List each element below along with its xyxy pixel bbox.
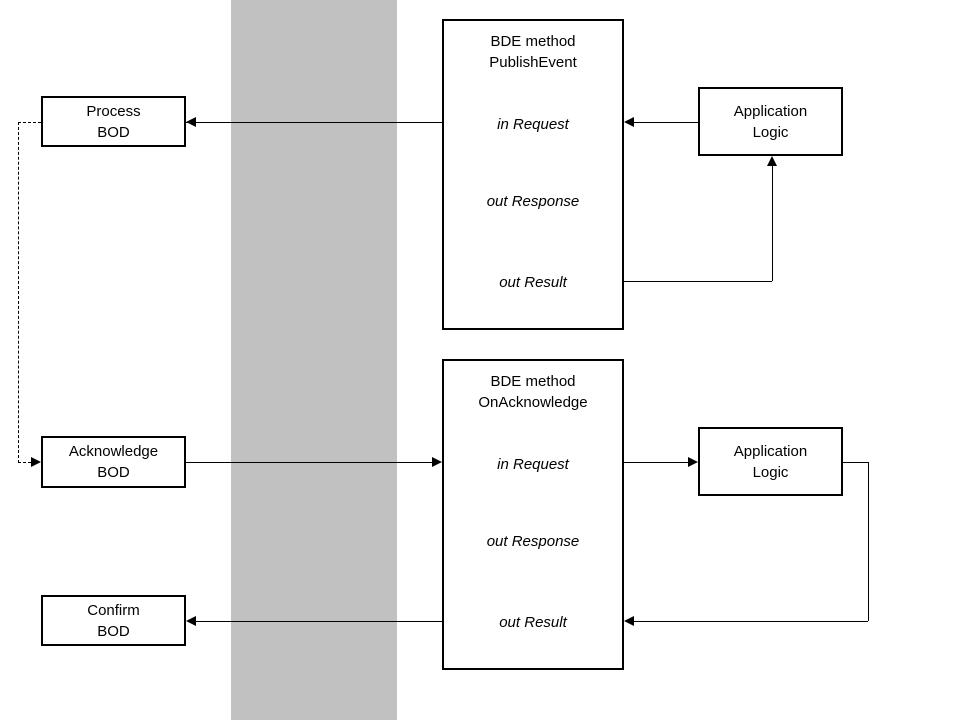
bde-publishevent-title-line2: PublishEvent <box>489 54 577 71</box>
bde-onacknowledge-param-out-response: out Response <box>486 533 580 550</box>
application-logic-bottom-box: Application Logic <box>698 427 843 496</box>
process-bod-box: Process BOD <box>41 96 186 147</box>
application-logic-bottom-label-line1: Application <box>733 442 808 460</box>
confirm-bod-label-line2: BOD <box>97 622 130 640</box>
arrowhead-into-confirmbod-icon <box>186 616 196 626</box>
connector-onacknowledge-to-applogic-line <box>624 462 688 463</box>
bde-publishevent-param-out-response: out Response <box>486 193 580 210</box>
connector-publishevent-to-processbod-line <box>186 122 442 123</box>
arrowhead-into-onacknowledge-icon <box>432 457 442 467</box>
dashed-connector-processbod-line-v <box>18 122 19 463</box>
bde-publishevent-param-in-request: in Request <box>497 116 569 133</box>
acknowledge-bod-label-line1: Acknowledge <box>68 443 159 460</box>
arrowhead-into-onacknowledge-result-icon <box>624 616 634 626</box>
bde-onacknowledge-title-line1: BDE method <box>490 373 576 390</box>
acknowledge-bod-box: Acknowledge BOD <box>41 436 186 488</box>
bde-publishevent-title-line1: BDE method <box>490 33 576 50</box>
arrowhead-into-applogic-bottom-icon <box>688 457 698 467</box>
bde-publishevent-title: BDE method PublishEvent <box>444 31 622 73</box>
arrowhead-into-processbod-icon <box>186 117 196 127</box>
bde-publishevent-param-out-result: out Result <box>499 274 567 291</box>
bde-onacknowledge-box: BDE method OnAcknowledge in Request out … <box>442 359 624 670</box>
gray-divider-band <box>231 0 397 720</box>
acknowledge-bod-label-line2: BOD <box>97 464 130 481</box>
connector-applogic-to-publishevent-line <box>634 122 698 123</box>
connector-applogic-return-line-v <box>868 462 869 621</box>
bde-onacknowledge-title-line2: OnAcknowledge <box>478 394 588 411</box>
connector-publishevent-result-line-h <box>624 281 772 282</box>
connector-applogic-return-line-h1 <box>843 462 868 463</box>
application-logic-top-label-line1: Application <box>733 102 808 120</box>
confirm-bod-label-line1: Confirm <box>87 601 140 619</box>
confirm-bod-box: Confirm BOD <box>41 595 186 646</box>
bde-publishevent-box: BDE method PublishEvent in Request out R… <box>442 19 624 330</box>
dashed-connector-processbod-line-h1 <box>18 122 41 123</box>
arrowhead-into-acknowledgebod-icon <box>31 457 41 467</box>
connector-publishevent-result-line-v <box>772 166 773 281</box>
connector-onacknowledge-to-confirmbod-line <box>196 621 442 622</box>
arrowhead-into-applogic-top-icon <box>767 156 777 166</box>
application-logic-top-box: Application Logic <box>698 87 843 156</box>
bde-onacknowledge-param-out-result: out Result <box>499 614 567 631</box>
process-bod-label-line2: BOD <box>97 123 130 141</box>
dashed-connector-processbod-line-h2 <box>18 462 31 463</box>
connector-applogic-return-line-h2 <box>634 621 868 622</box>
connector-acknowledgebod-to-onacknowledge-line <box>186 462 432 463</box>
bde-onacknowledge-param-in-request: in Request <box>497 456 569 473</box>
bde-onacknowledge-title: BDE method OnAcknowledge <box>444 371 622 413</box>
arrowhead-into-publishevent-icon <box>624 117 634 127</box>
process-bod-label-line1: Process <box>86 102 141 120</box>
application-logic-bottom-label-line2: Logic <box>752 463 789 481</box>
application-logic-top-label-line2: Logic <box>752 123 789 141</box>
